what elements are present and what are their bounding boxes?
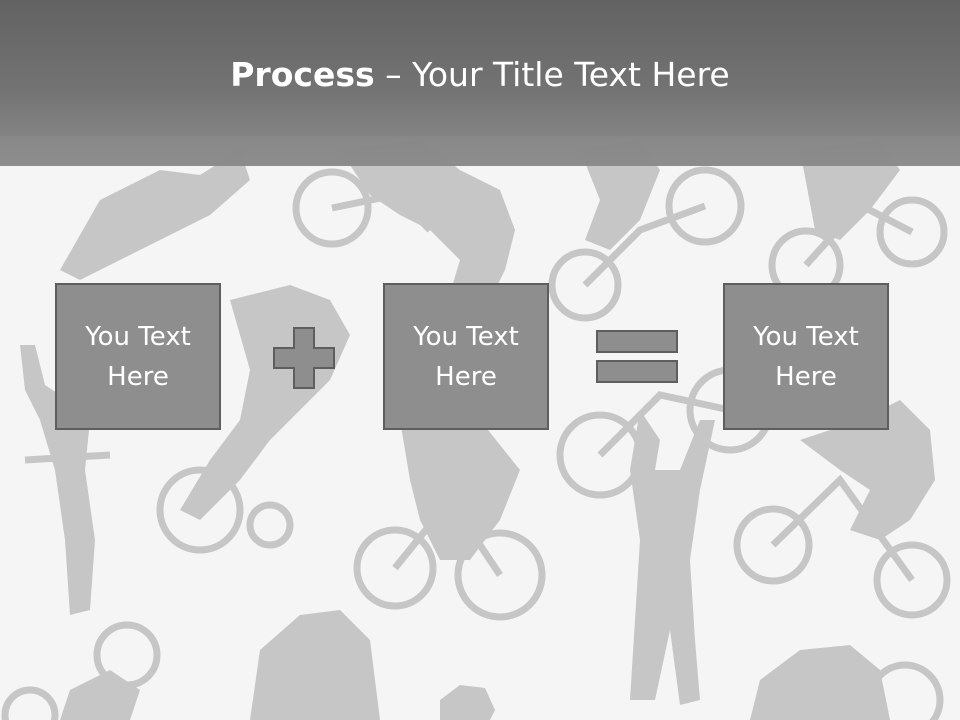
process-box-1[interactable]: You Text Here [55,283,221,430]
process-box-1-label: You Text Here [85,321,191,392]
title-band-lower-strip [0,136,960,166]
title-rest-part: – Your Title Text Here [374,55,730,94]
slide-title: Process – Your Title Text Here [0,52,960,98]
process-box-2-label: You Text Here [413,321,519,392]
process-box-3[interactable]: You Text Here [723,283,889,430]
equals-icon [596,330,678,383]
process-box-3-label: You Text Here [753,321,859,392]
plus-icon [273,327,335,389]
title-bold-part: Process [230,55,375,94]
process-box-2[interactable]: You Text Here [383,283,549,430]
